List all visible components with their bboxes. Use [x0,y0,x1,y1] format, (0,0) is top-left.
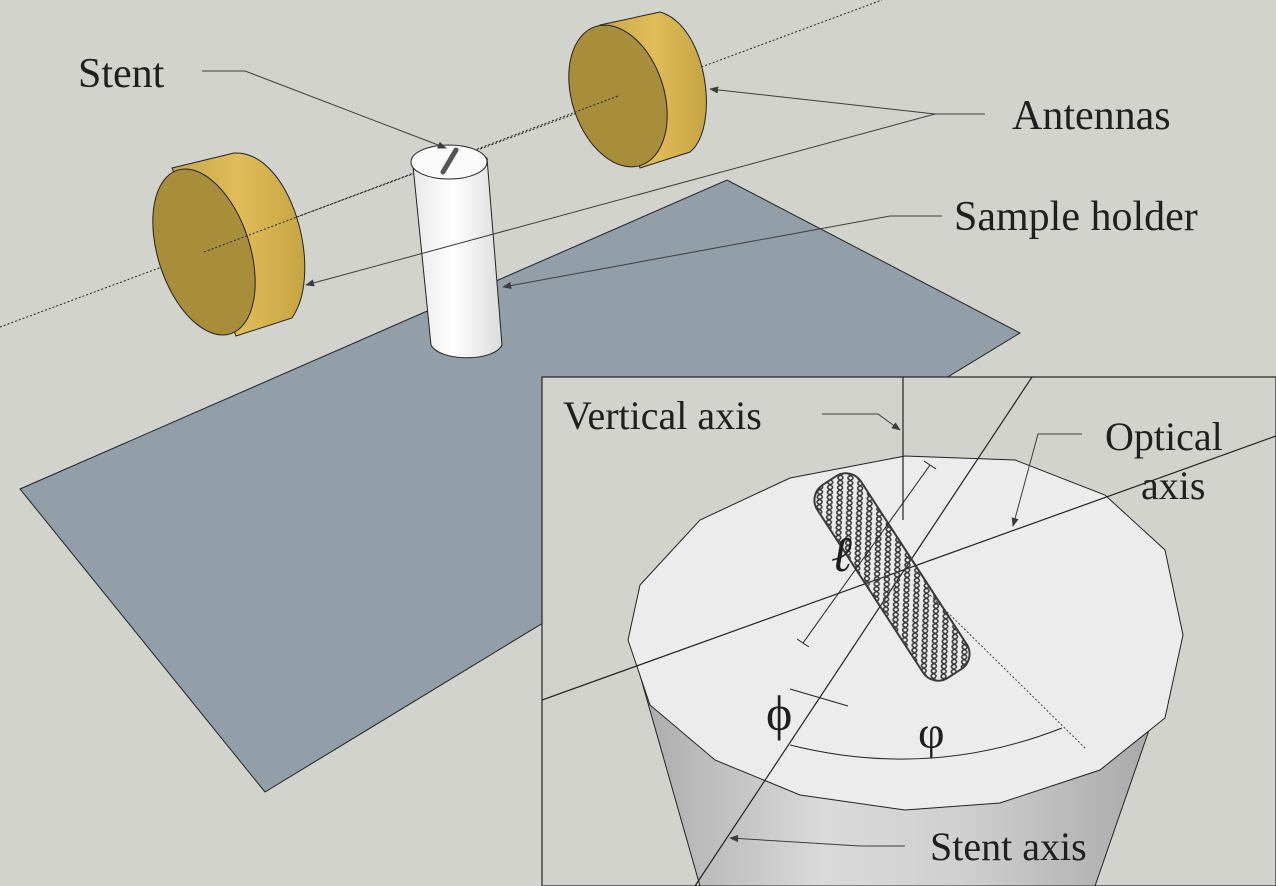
optical-axis-label-line1: Optical [1105,414,1223,459]
stent-leader [202,70,447,149]
stent-axis-label: Stent axis [930,824,1087,869]
right-antenna [568,11,707,169]
diameter-symbol: ϕ [766,685,792,741]
optical-axis-line [0,0,883,328]
length-dimension-tick-top [923,460,937,470]
length-dimension-tick-bottom [796,638,810,648]
inset-stent [813,472,971,682]
diameter-dimension-line [789,688,849,707]
left-antenna [152,152,306,337]
vertical-axis-label: Vertical axis [563,393,762,438]
stent-axis-leader [729,834,905,847]
optical-axis-leader [1011,433,1082,527]
angle-symbol: φ [918,707,945,758]
stent-label: Stent [78,51,165,97]
angle-arc [789,727,1063,760]
optical-axis-through-antennas [203,95,619,253]
inset-stent-axis [694,377,1033,886]
length-dimension-line [802,464,931,644]
inset-projection-line [929,594,1086,749]
stent-miniature [440,147,459,175]
sample-holder-label: Sample holder [954,194,1198,240]
antennas-leader-left [305,113,936,287]
antennas-leader-right [709,86,985,115]
length-symbol: ℓ [832,526,853,582]
vertical-axis-leader [822,413,901,431]
sample-holder [410,144,503,359]
antennas-label: Antennas [1012,93,1171,139]
sample-holder-leader [502,215,942,290]
optical-axis-label-line2: axis [1141,463,1205,508]
